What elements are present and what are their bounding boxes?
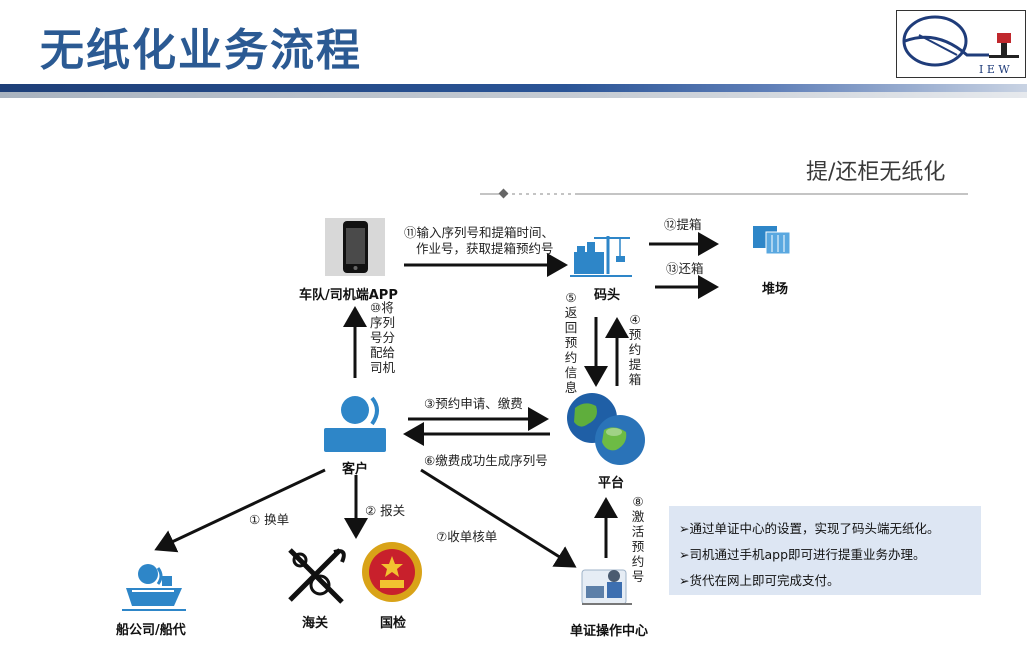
step-3-label: ③预约申请、缴费 <box>424 396 523 411</box>
note-item: ➢司机通过手机app即可进行提重业务办理。 <box>679 547 926 562</box>
step-7-label: ⑦收单核单 <box>436 529 498 544</box>
header-bar <box>0 84 1027 92</box>
step-8-label: ⑧激活预约号 <box>631 494 645 584</box>
phone-icon <box>325 218 385 276</box>
terminal-crane-icon <box>570 236 632 277</box>
step-2-label: ② 报关 <box>365 503 406 518</box>
logo-text: I E W <box>979 63 1010 76</box>
node-yard: 堆场 <box>762 282 789 297</box>
node-customer: 客户 <box>342 462 369 477</box>
step-10-label: ⑩将序列号分配给司机 <box>370 300 396 375</box>
divider-diamond <box>498 188 509 199</box>
step-1-label: ① 换单 <box>249 512 290 527</box>
company-logo: I E W <box>896 10 1026 78</box>
step-13-label: ⑬还箱 <box>666 261 704 276</box>
node-document-center: 单证操作中心 <box>570 624 649 639</box>
node-inspection: 国检 <box>380 616 407 631</box>
header-bar-shadow <box>0 92 1027 98</box>
section-title: 提/还柜无纸化 <box>806 160 946 185</box>
operator-desk-icon <box>581 569 632 605</box>
customer-service-icon <box>324 396 386 452</box>
note-item: ➢通过单证中心的设置，实现了码头端无纸化。 <box>679 521 940 536</box>
customs-emblem-icon <box>288 548 346 604</box>
node-shipping-company: 船公司/船代 <box>116 623 186 638</box>
platform-globe-icon <box>567 393 645 465</box>
notes-box: ➢通过单证中心的设置，实现了码头端无纸化。 ➢司机通过手机app即可进行提重业务… <box>669 506 981 595</box>
step-12-label: ⑫提箱 <box>664 217 702 232</box>
step-11-label-line2: 作业号，获取提箱预约号 <box>416 241 554 256</box>
step-11-label-line1: ⑪输入序列号和提箱时间、 <box>404 225 555 240</box>
logo-graphic: I E W <box>902 15 1019 76</box>
inspection-emblem-icon <box>362 542 422 602</box>
step-5-label: ⑤返回预约信息 <box>564 290 578 395</box>
page-title: 无纸化业务流程 <box>40 25 362 76</box>
node-platform: 平台 <box>598 476 625 491</box>
yard-container-icon <box>753 226 791 255</box>
node-customs: 海关 <box>302 616 329 631</box>
step-4-label: ④预约提箱 <box>628 312 642 387</box>
arrow-step7 <box>420 468 577 568</box>
ship-icon <box>122 564 186 611</box>
note-item: ➢货代在网上即可完成支付。 <box>679 573 840 588</box>
node-terminal: 码头 <box>594 288 621 303</box>
arrow-step1 <box>154 468 326 553</box>
step-6-label: ⑥缴费成功生成序列号 <box>424 453 548 468</box>
node-driver-app: 车队/司机端APP <box>299 288 398 303</box>
